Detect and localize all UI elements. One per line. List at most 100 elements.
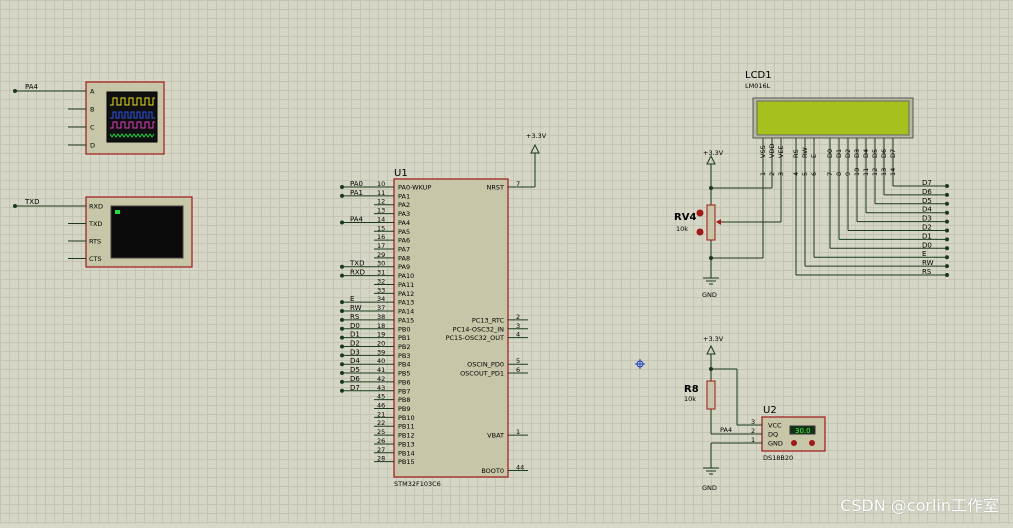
resistor-r8[interactable]: R8 10k [684, 380, 716, 410]
mcu-left-pin-num: 17 [377, 242, 385, 250]
mcu-net-label: D2 [350, 339, 360, 347]
lcd-bus-terminal[interactable] [945, 237, 949, 242]
mcu-net-terminal[interactable] [340, 362, 344, 367]
mcu-net-terminal[interactable] [340, 388, 344, 393]
lcd-bus-terminal[interactable] [945, 210, 949, 215]
mcu-left-pin-num: 29 [377, 251, 385, 259]
mcu-net-terminal[interactable] [340, 264, 344, 269]
lcd-pin-name: D5 [871, 149, 879, 158]
lcd-bus-label: D7 [922, 179, 932, 187]
lcd-pin-name: E [810, 154, 818, 158]
mcu-net-terminal[interactable] [340, 220, 344, 225]
mcu-right-pin-num: 4 [516, 331, 520, 339]
r8-ref: R8 [684, 384, 699, 395]
osc-probe-label: PA4 [25, 83, 39, 91]
mcu-right-pin-num: 5 [516, 357, 520, 365]
mcu-right-pin-name: BOOT0 [481, 467, 504, 475]
lcd-pin-name: D7 [889, 149, 897, 158]
mcu-net-terminal[interactable] [340, 185, 344, 189]
mcu-left-pin-name: PB10 [398, 414, 415, 422]
lcd-pin-name: D6 [880, 149, 888, 158]
terminal-pin-label: TXD [88, 220, 102, 228]
mcu-net-label: RW [350, 304, 362, 312]
mcu-left-pin-name: PA5 [398, 228, 410, 236]
mcu-left-pin-name: PB3 [398, 352, 411, 360]
mcu-nrst-power: +3.3V [526, 132, 547, 140]
mcu-left-pin-name: PA2 [398, 201, 410, 209]
mcu-net-terminal[interactable] [340, 273, 344, 278]
lcd-bus-terminal[interactable] [945, 255, 949, 260]
mcu-left-pin-num: 21 [377, 410, 385, 418]
osc-channel-label: C [90, 124, 95, 132]
mcu-net-terminal[interactable] [340, 335, 344, 340]
lcd-power-label: +3.3V [703, 149, 724, 157]
mcu-net-terminal[interactable] [340, 300, 344, 305]
lcd-bus-terminal[interactable] [945, 184, 949, 188]
watermark: CSDN @corlin工作室 [840, 496, 999, 515]
r8-value: 10k [684, 395, 696, 403]
mcu-left-pin-num: 34 [377, 295, 385, 303]
sensor-net-label: PA4 [720, 426, 732, 434]
mcu-net-terminal[interactable] [340, 326, 344, 331]
mcu-left-pin-name: PB2 [398, 343, 411, 351]
mcu-left-pin-num: 43 [377, 384, 385, 392]
lcd-bus-terminal[interactable] [945, 192, 949, 197]
mcu-net-terminal[interactable] [340, 309, 344, 314]
cursor-crosshair [635, 359, 645, 369]
mcu-net-label: D3 [350, 348, 360, 356]
mcu-left-pin-num: 16 [377, 233, 385, 241]
mcu-left-pin-name: PA10 [398, 272, 414, 280]
mcu-left-pin-num: 46 [377, 402, 385, 410]
sensor-ground-label: GND [702, 484, 717, 492]
lcd-bus-terminal[interactable] [945, 201, 949, 206]
mcu-net-terminal[interactable] [340, 379, 344, 384]
lcd-part: LM016L [745, 82, 771, 90]
mcu-left-pin-num: 14 [377, 215, 385, 223]
lcd-pin-name: RS [792, 149, 800, 158]
mcu-net-label: D0 [350, 322, 360, 330]
mcu-left-pin-name: PA1 [398, 192, 410, 200]
potentiometer-rv4[interactable]: RV4 10k [674, 204, 721, 241]
sensor-pin-num: 3 [751, 418, 755, 426]
mcu-left-pin-name: PA11 [398, 281, 414, 289]
mcu-net-label: PA0 [350, 180, 363, 188]
lcd-bus-terminal[interactable] [945, 273, 949, 277]
mcu-left-pin-num: 20 [377, 339, 385, 347]
mcu-net-terminal[interactable] [340, 353, 344, 358]
mcu-left-pin-num: 15 [377, 224, 385, 232]
mcu-left-pin-name: PA13 [398, 299, 414, 307]
mcu-net-label: D5 [350, 366, 360, 374]
lcd-pin-name: RW [801, 147, 809, 158]
sensor-part: DS18B20 [763, 454, 793, 462]
mcu-left-pin-num: 42 [377, 375, 385, 383]
mcu-net-label: RS [350, 313, 360, 321]
mcu-left-pin-name: PA14 [398, 308, 414, 316]
lcd-lcd1[interactable]: LCD1 LM016L VSS1VDD2VEE3RS4RW5E6D07D18D2… [745, 70, 949, 277]
osc-channel-label: D [90, 142, 95, 150]
lcd-bus-terminal[interactable] [945, 264, 949, 269]
lcd-bus-terminal[interactable] [945, 228, 949, 233]
pot-value: 10k [676, 225, 688, 233]
mcu-net-terminal[interactable] [340, 193, 344, 198]
mcu-left-pin-name: PB14 [398, 449, 415, 457]
lcd-bus-terminal[interactable] [945, 219, 949, 224]
mcu-right-pin-name: PC14-OSC32_IN [453, 325, 504, 333]
mcu-net-terminal[interactable] [340, 371, 344, 376]
lcd-bus-label: D0 [922, 241, 932, 249]
mcu-net-terminal[interactable] [340, 317, 344, 322]
mcu-left-pin-name: PA8 [398, 254, 410, 262]
mcu-net-terminal[interactable] [340, 344, 344, 349]
lcd-pin-name: D0 [826, 149, 834, 158]
lcd-bus-label: D4 [922, 206, 932, 214]
mcu-left-pin-num: 19 [377, 331, 385, 339]
sensor-pin-num: 1 [751, 436, 755, 444]
lcd-bus-terminal[interactable] [945, 246, 949, 251]
mcu-right-pin-name: OSCOUT_PD1 [460, 370, 504, 378]
mcu-left-pin-num: 13 [377, 207, 385, 215]
mcu-left-pin-name: PA15 [398, 316, 414, 324]
